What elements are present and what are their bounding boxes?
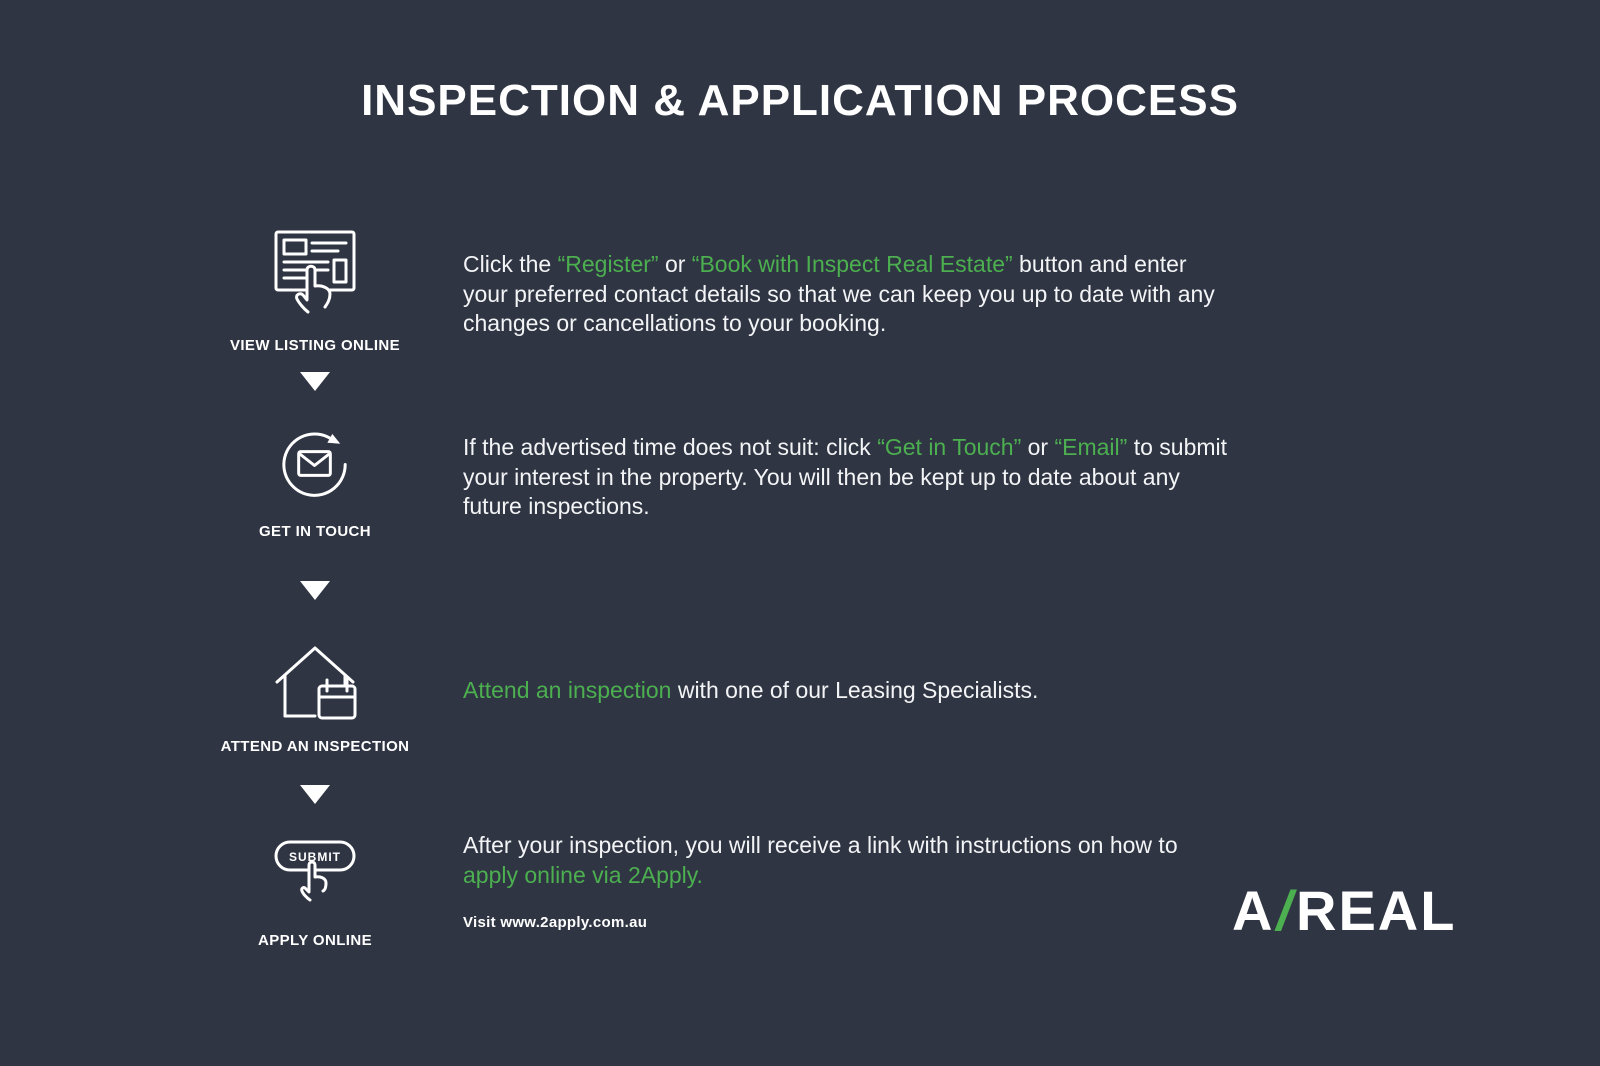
text-segment: or [1021, 434, 1055, 460]
step-description-view-listing-online: Click the “Register” or “Book with Inspe… [463, 250, 1233, 339]
flow-arrow-down-icon [300, 785, 330, 804]
flow-arrow-down-icon [300, 372, 330, 391]
page-title: INSPECTION & APPLICATION PROCESS [361, 76, 1239, 125]
logo-letter-a: A [1232, 879, 1275, 942]
text-segment-accent: “Register” [557, 251, 659, 277]
text-segment-accent: “Get in Touch” [877, 434, 1022, 460]
submit-hand-icon: SUBMIT [265, 838, 365, 902]
text-segment: or [658, 251, 692, 277]
logo-text-real: REAL [1296, 879, 1457, 942]
text-segment: with one of our Leasing Specialists. [671, 677, 1039, 703]
text-segment-accent: “Email” [1054, 434, 1128, 460]
step-description-attend-an-inspection: Attend an inspection with one of our Lea… [463, 676, 1203, 706]
text-segment: If the advertised time does not suit: cl… [463, 434, 878, 460]
text-segment: to submit your interest in the property.… [463, 434, 1228, 519]
submit-button-label: SUBMIT [289, 850, 341, 864]
listing-cursor-icon [265, 228, 365, 316]
step-label-get-in-touch: GET IN TOUCH [258, 523, 372, 540]
refresh-envelope-icon [265, 418, 365, 512]
step-description-apply-online: After your inspection, you will receive … [463, 831, 1203, 890]
footnote-url: Visit www.2apply.com.au [463, 914, 648, 931]
step-label-view-listing-online: VIEW LISTING ONLINE [229, 337, 401, 354]
text-segment: After your inspection, you will receive … [463, 832, 1178, 858]
step-label-attend-an-inspection: ATTEND AN INSPECTION [220, 738, 410, 755]
logo-slash-icon: / [1276, 879, 1295, 942]
step-label-apply-online: APPLY ONLINE [258, 932, 372, 949]
house-calendar-icon [265, 634, 365, 724]
text-segment: Click the [463, 251, 558, 277]
text-segment-accent: Attend an inspection [463, 677, 672, 703]
text-segment-accent: “Book with Inspect Real Estate” [691, 251, 1013, 277]
text-segment: button and enter your preferred contact … [463, 251, 1215, 336]
step-description-get-in-touch: If the advertised time does not suit: cl… [463, 433, 1233, 522]
brand-logo: A/REAL [1232, 878, 1456, 943]
text-segment-accent: apply online via 2Apply. [463, 861, 703, 888]
flow-arrow-down-icon [300, 581, 330, 600]
